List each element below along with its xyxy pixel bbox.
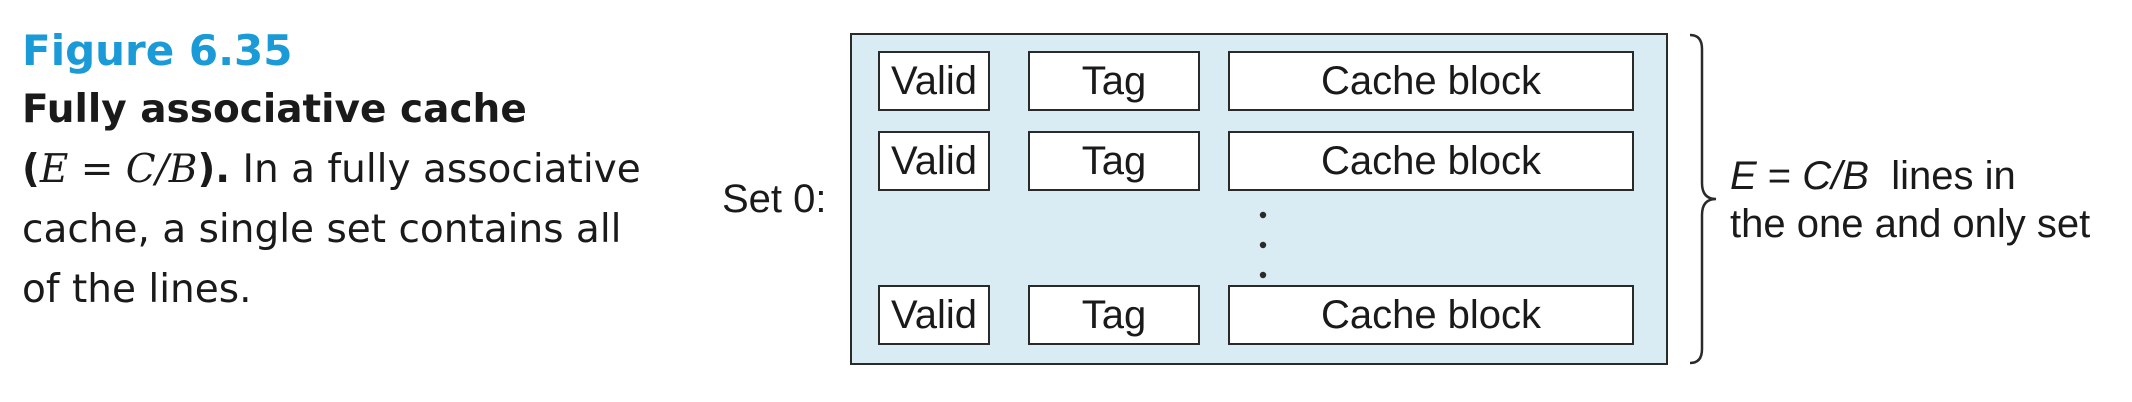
brace-formula-lhs: E <box>1730 154 1757 198</box>
caption-title: Fully associative cache <box>22 87 527 132</box>
valid-cell: Valid <box>878 51 990 111</box>
cache-block-cell: Cache block <box>1228 285 1634 345</box>
caption-formula-open: ( <box>22 147 40 192</box>
cache-block-cell: Cache block <box>1228 131 1634 191</box>
tag-cell: Tag <box>1028 51 1200 111</box>
caption-formula-eq: = <box>68 147 126 192</box>
brace-label: E = C/B lines in the one and only set <box>1730 152 2090 248</box>
cache-block-cell: Cache block <box>1228 51 1634 111</box>
right-brace-icon <box>1689 33 1717 365</box>
caption-text: In a fully associative cache, a single s… <box>22 147 641 312</box>
valid-cell: Valid <box>878 285 990 345</box>
tag-cell: Tag <box>1028 285 1200 345</box>
caption-body: Fully associative cache (E = C/B). In a … <box>22 80 642 320</box>
brace-formula-eq: = <box>1756 154 1803 198</box>
tag-cell: Tag <box>1028 131 1200 191</box>
vertical-ellipsis-icon <box>1259 211 1267 279</box>
caption-formula-close: ). <box>197 147 231 192</box>
brace-label-line1-rest: lines in <box>1868 154 2016 198</box>
set-label: Set 0: <box>722 177 827 221</box>
caption-formula-lhs: E <box>39 147 69 192</box>
brace-label-line2: the one and only set <box>1730 202 2091 246</box>
brace-formula-rhs: C/B <box>1802 154 1869 198</box>
cache-set-box: Valid Tag Cache block Valid Tag Cache bl… <box>850 33 1668 365</box>
figure-number: Figure 6.35 <box>22 26 293 75</box>
caption-formula-rhs: C/B <box>125 147 198 192</box>
valid-cell: Valid <box>878 131 990 191</box>
figure-caption: Figure 6.35 Fully associative cache (E =… <box>22 22 642 320</box>
